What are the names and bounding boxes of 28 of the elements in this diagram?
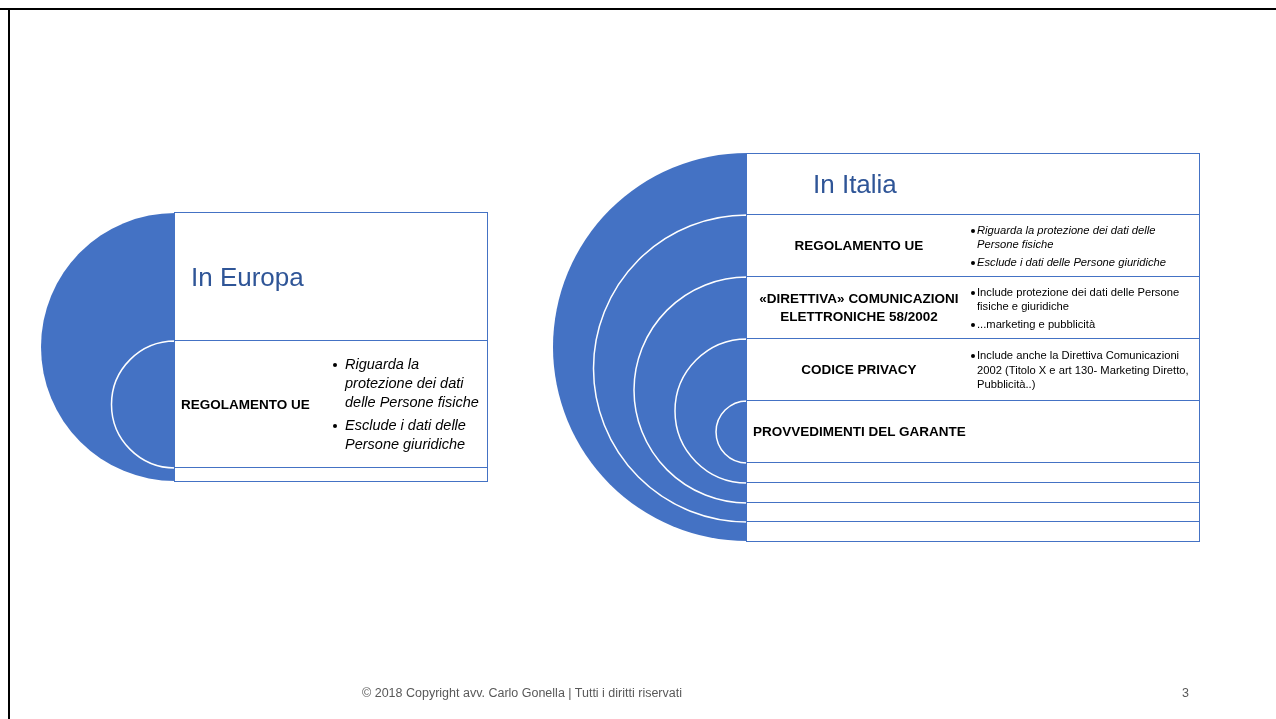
bullet-text: Esclude i dati delle Persone giuridiche [977,255,1167,268]
section-heading: In Europa [190,261,304,293]
topic-title: REGOLAMENTO UE [180,395,311,414]
page-number: 3 [1182,686,1189,700]
bullet-text: Include anche la Direttiva Comunicazioni 2002 (Titolo X e art 130- Marketing Diretto, Pubblicità..) [977,349,1189,391]
bullet-text: Riguarda la protezione dei dati delle Persone fisiche [977,223,1156,251]
empty-row-box [746,462,1200,484]
topic-row-box [746,338,1200,402]
topic-title: PROVVEDIMENTI DEL GARANTE [752,423,967,441]
section-heading: In Italia [812,169,897,200]
copyright-footer: © 2018 Copyright avv. Carlo Gonella | Tutti i diritti riservati [362,686,682,700]
empty-row-box [746,521,1200,542]
bullet-text: Esclude i dati delle Persone giuridiche [345,416,466,452]
topic-title: «DIRETTIVA» COMUNICAZIONI ELETTRONICHE 58/2002 [758,290,960,326]
empty-row-box [746,482,1200,504]
topic-title: REGOLAMENTO UE [793,237,925,255]
topic-title: CODICE PRIVACY [800,361,918,379]
bullet-text: Include protezione dei dati delle Persone fisiche e giuridiche [977,285,1180,313]
bullet-text: ...marketing e pubblicità [977,317,1096,330]
topic-row-box [746,214,1200,278]
empty-row-box [746,502,1200,523]
heading-box [174,212,488,342]
empty-row-box [174,467,488,482]
heading-box [746,153,1200,216]
topic-row-box [746,400,1200,464]
topic-row-box [746,276,1200,340]
bullet-text: Riguarda la protezione dei dati delle Persone fisiche [345,356,479,411]
topic-row-box [174,340,488,469]
